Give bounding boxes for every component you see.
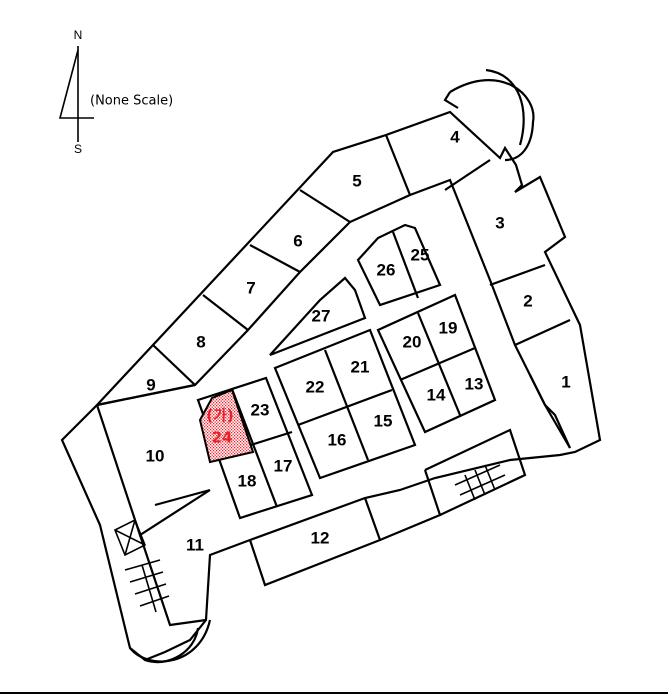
unit-22-label: 22 <box>306 377 325 396</box>
building-outline <box>60 68 602 664</box>
unit-6-label: 6 <box>293 231 302 250</box>
unit-13-label: 13 <box>465 374 484 393</box>
unit-23-label: 23 <box>251 400 270 419</box>
bottom-row-walls <box>248 428 527 587</box>
unit-labels: 1 2 3 4 5 6 7 8 9 10 11 12 13 14 15 16 1… <box>146 127 571 554</box>
unit-26-label: 26 <box>377 260 396 279</box>
unit-1-label: 1 <box>561 372 570 391</box>
compass: N S (None Scale) <box>58 28 173 156</box>
unit-17-label: 17 <box>274 456 293 475</box>
highlight-label-top: (가) <box>206 407 234 425</box>
outer-units-walls <box>95 134 572 627</box>
unit-2-label: 2 <box>523 291 532 310</box>
unit-7-label: 7 <box>246 278 255 297</box>
unit-18-label: 18 <box>238 471 257 490</box>
unit-4-label: 4 <box>450 127 460 146</box>
interior-blocks <box>196 223 497 520</box>
unit-10-label: 10 <box>146 446 165 465</box>
compass-north-label: N <box>74 28 83 42</box>
highlight-label-bottom: 24 <box>212 429 233 447</box>
unit-27-label: 27 <box>312 306 331 325</box>
unit-8-label: 8 <box>196 332 205 351</box>
unit-16-label: 16 <box>328 430 347 449</box>
unit-3-label: 3 <box>495 213 504 232</box>
compass-south-label: S <box>74 142 82 156</box>
unit-14-label: 14 <box>427 385 446 404</box>
unit-19-label: 19 <box>439 318 458 337</box>
unit-11-label: 11 <box>186 535 204 554</box>
bottom-border-line <box>0 692 668 694</box>
unit-15-label: 15 <box>374 411 393 430</box>
scale-note: (None Scale) <box>90 94 173 109</box>
unit-9-label: 9 <box>146 375 155 394</box>
unit-5-label: 5 <box>352 171 361 190</box>
unit-12-label: 12 <box>311 528 330 547</box>
unit-20-label: 20 <box>403 332 422 351</box>
unit-21-label: 21 <box>351 357 370 376</box>
highlighted-unit-24 <box>198 388 255 464</box>
unit-25-label: 25 <box>411 245 430 264</box>
